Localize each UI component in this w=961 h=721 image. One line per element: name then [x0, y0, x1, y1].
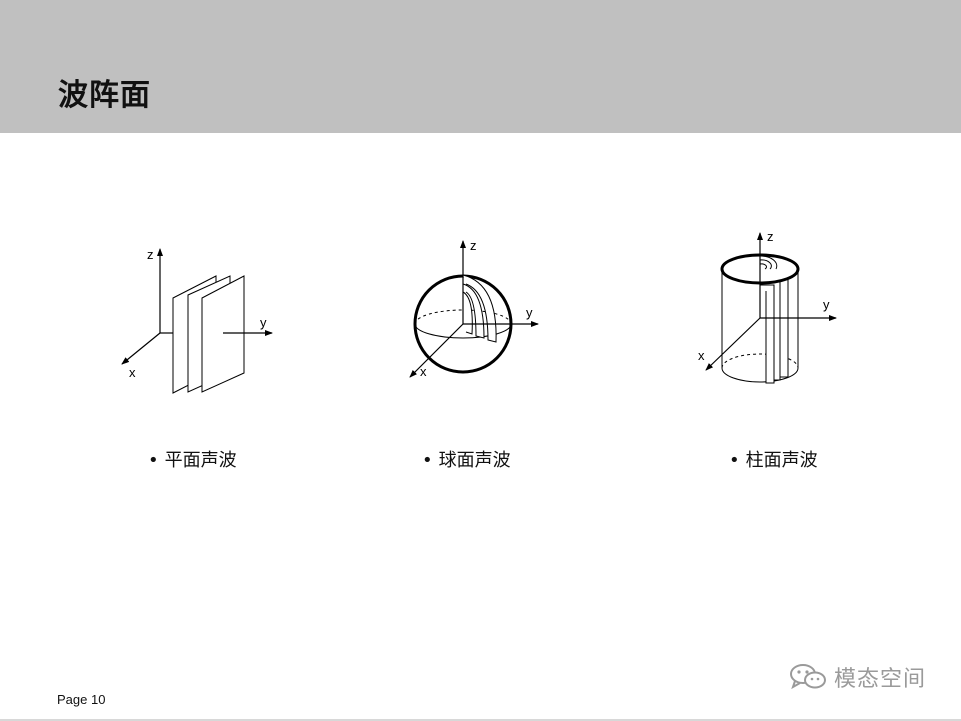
sphere-y-label: y [526, 305, 533, 320]
plane-wave-diagram: z y x [121, 247, 273, 394]
watermark-text: 模态空间 [834, 667, 927, 692]
plane-z-label: z [147, 247, 154, 262]
cylinder-x-label: x [698, 348, 705, 363]
caption-spherical-wave: •球面声波 [422, 450, 511, 471]
spherical-wave-diagram: z y x [409, 238, 539, 379]
bottom-divider [0, 719, 961, 721]
watermark: 模态空间 [788, 660, 926, 694]
page-number: Page 10 [57, 692, 106, 707]
cylinder-y-label: y [823, 297, 830, 312]
plane-y-label: y [260, 315, 267, 330]
sphere-z-label: z [470, 238, 477, 253]
caption-plane-wave: •平面声波 [148, 450, 237, 471]
cylindrical-wave-diagram: z y x [698, 229, 837, 384]
caption-spherical-wave-text: 球面声波 [438, 450, 511, 471]
caption-plane-wave-text: 平面声波 [164, 450, 237, 471]
title-bar [0, 0, 961, 133]
cylinder-z-label: z [767, 229, 774, 244]
sphere-x-label: x [420, 364, 427, 379]
caption-cylindrical-wave: •柱面声波 [729, 450, 818, 471]
page-title: 波阵面 [58, 78, 151, 113]
caption-cylindrical-wave-text: 柱面声波 [745, 450, 818, 471]
wechat-icon [790, 664, 826, 690]
plane-x-label: x [129, 365, 136, 380]
